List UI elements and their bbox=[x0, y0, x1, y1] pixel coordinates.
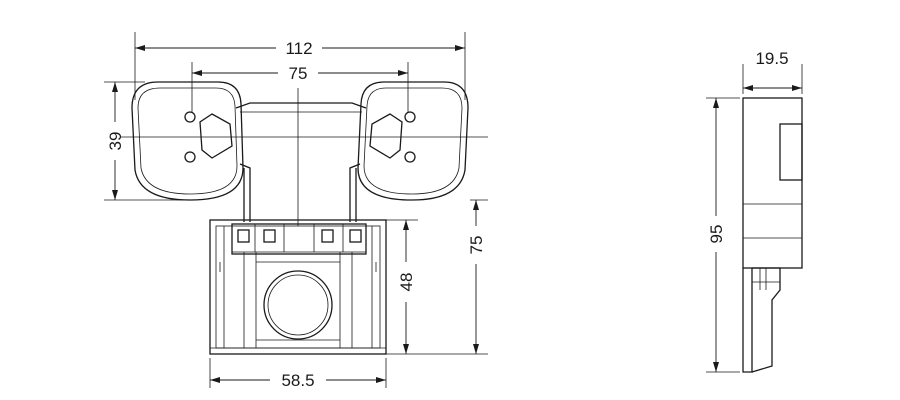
terminal-3 bbox=[321, 229, 334, 243]
left-stem bbox=[239, 163, 251, 222]
terminal-1 bbox=[237, 229, 250, 243]
photocell-window-inner bbox=[267, 274, 329, 336]
left-head-inner bbox=[137, 87, 238, 195]
base-inner bbox=[215, 225, 381, 349]
right-socket bbox=[369, 113, 403, 159]
dim-head-height: 39 bbox=[106, 132, 125, 151]
dim-overall-height: 75 bbox=[467, 236, 486, 255]
dim-overall-width: 112 bbox=[285, 39, 312, 58]
side-view bbox=[706, 64, 803, 373]
dim-mount-spacing: 75 bbox=[289, 64, 308, 83]
right-hole-bottom bbox=[404, 151, 416, 163]
left-hole-bottom bbox=[184, 151, 196, 163]
bridge bbox=[235, 102, 367, 109]
right-head-inner bbox=[363, 87, 463, 195]
dim-side-height: 95 bbox=[707, 225, 726, 244]
right-hole-top bbox=[404, 111, 416, 123]
dim-side-depth: 19.5 bbox=[755, 49, 788, 68]
terminal-2 bbox=[263, 229, 276, 243]
side-clip bbox=[751, 267, 781, 373]
dimension-lines bbox=[112, 45, 802, 383]
left-socket bbox=[199, 113, 233, 159]
left-head bbox=[131, 81, 244, 201]
front-view bbox=[104, 32, 488, 388]
photocell-window bbox=[263, 270, 333, 340]
right-head bbox=[357, 81, 469, 201]
side-lens bbox=[779, 123, 803, 181]
dim-base-height: 48 bbox=[397, 273, 416, 292]
terminal-block bbox=[231, 223, 367, 255]
left-hole-top bbox=[184, 111, 196, 123]
dim-base-width: 58.5 bbox=[281, 371, 314, 390]
right-stem bbox=[349, 163, 361, 222]
terminal-4 bbox=[349, 229, 362, 243]
side-base bbox=[742, 268, 753, 373]
base-housing bbox=[209, 219, 387, 355]
